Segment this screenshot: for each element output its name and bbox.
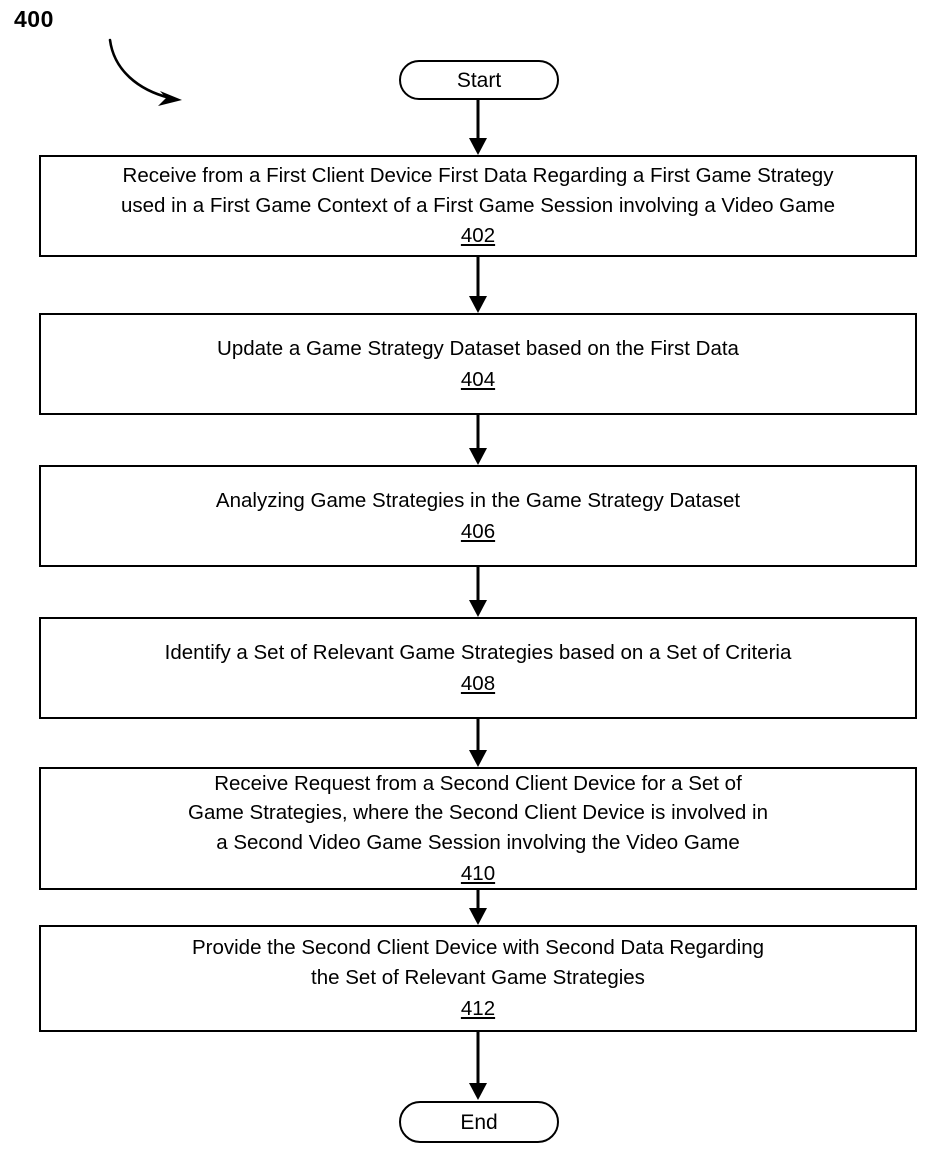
process-box-408[interactable]: Identify a Set of Relevant Game Strategi…: [39, 617, 917, 719]
process-box-406[interactable]: Analyzing Game Strategies in the Game St…: [39, 465, 917, 567]
reference-number-406: 406: [460, 519, 496, 543]
reference-number-408: 408: [460, 671, 496, 695]
process-box-404[interactable]: Update a Game Strategy Dataset based on …: [39, 313, 917, 415]
process-text-404: Update a Game Strategy Dataset based on …: [217, 336, 739, 360]
connector-406-to-408: [462, 567, 494, 618]
reference-number-410: 410: [460, 861, 496, 885]
connector-404-to-406: [462, 415, 494, 466]
process-text-410: Receive Request from a Second Client Dev…: [188, 771, 768, 854]
reference-number-404: 404: [460, 367, 496, 391]
curved-arrow-icon: [96, 36, 226, 108]
connector-start-to-402: [462, 100, 494, 156]
connector-402-to-404: [462, 257, 494, 314]
connector-408-to-410: [462, 719, 494, 768]
end-node-label: End: [460, 1110, 498, 1134]
process-text-406: Analyzing Game Strategies in the Game St…: [215, 488, 741, 512]
reference-number-402: 402: [460, 224, 496, 248]
figure-number: 400: [14, 6, 54, 32]
connector-412-to-end: [462, 1032, 494, 1101]
reference-number-412: 412: [460, 996, 496, 1020]
connector-410-to-412: [462, 890, 494, 926]
end-node[interactable]: End: [399, 1101, 559, 1143]
process-text-402: Receive from a First Client Device First…: [120, 163, 836, 217]
process-text-412: Provide the Second Client Device with Se…: [191, 936, 765, 990]
start-node[interactable]: Start: [399, 60, 559, 100]
process-box-412[interactable]: Provide the Second Client Device with Se…: [39, 925, 917, 1032]
process-text-408: Identify a Set of Relevant Game Strategi…: [164, 640, 792, 664]
process-box-410[interactable]: Receive Request from a Second Client Dev…: [39, 767, 917, 890]
start-node-label: Start: [456, 68, 502, 92]
process-box-402[interactable]: Receive from a First Client Device First…: [39, 155, 917, 257]
